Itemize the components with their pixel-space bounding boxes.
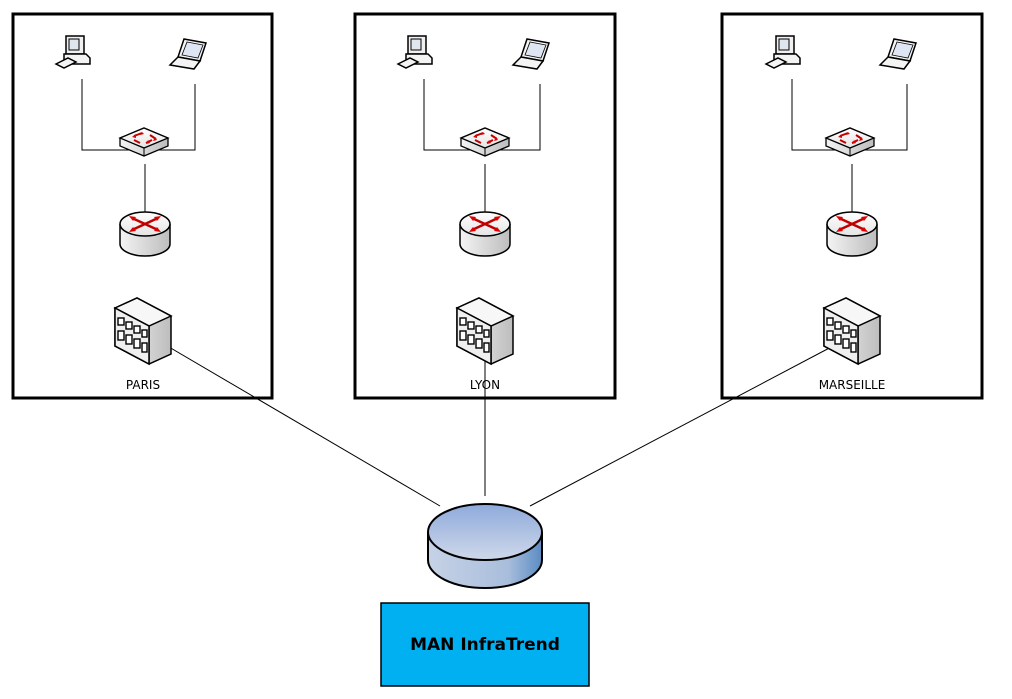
desktop-icon: [397, 35, 433, 69]
site-label: MARSEILLE: [819, 378, 886, 392]
building-icon: [114, 297, 172, 365]
switch-icon: [825, 127, 875, 157]
site-border: [353, 12, 617, 400]
man-label: MAN InfraTrend: [410, 635, 560, 655]
switch-icon: [460, 127, 510, 157]
laptop-icon: [169, 38, 207, 70]
desktop-icon: [55, 35, 91, 69]
router-icon: [118, 210, 172, 258]
router-icon: [458, 210, 512, 258]
laptop-icon: [879, 38, 917, 70]
link-paris-man: [139, 329, 441, 507]
desktop-icon: [765, 35, 801, 69]
site-label: LYON: [470, 378, 500, 392]
building-icon: [456, 297, 514, 365]
site-label: PARIS: [126, 378, 160, 392]
laptop-icon: [512, 38, 550, 70]
link-marseille-man: [529, 344, 836, 507]
man-cloud-icon: [427, 503, 543, 589]
site-border: [11, 12, 274, 400]
router-icon: [825, 210, 879, 258]
building-icon: [823, 297, 881, 365]
site-lyon: LYON: [353, 12, 617, 400]
switch-icon: [119, 127, 169, 157]
man-label-box: MAN InfraTrend: [380, 602, 590, 687]
site-paris: PARIS: [11, 12, 274, 400]
site-marseille: MARSEILLE: [720, 12, 984, 400]
site-border: [720, 12, 984, 400]
